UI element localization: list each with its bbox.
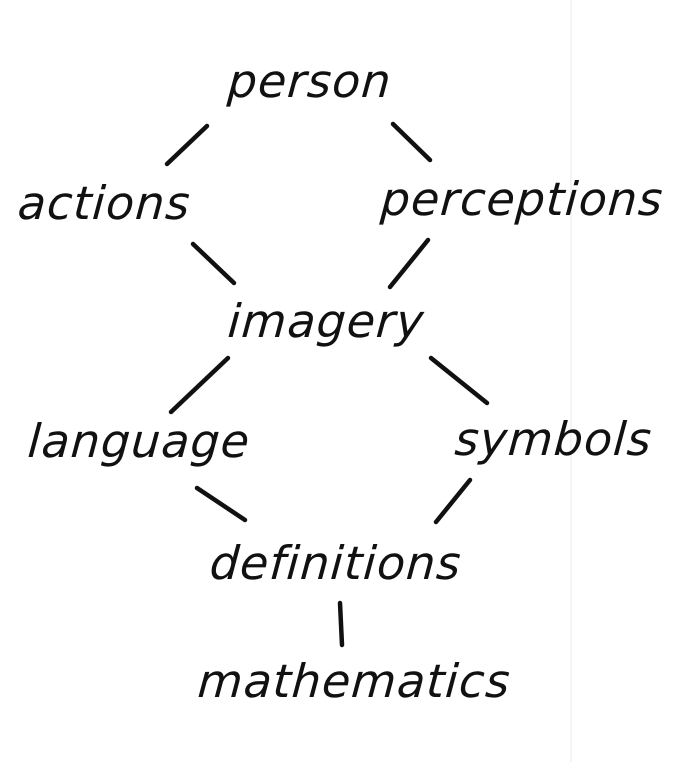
node-imagery: imagery [226, 294, 427, 348]
edge-person-actions [164, 123, 210, 167]
edge-imagery-language [168, 355, 231, 415]
edge-symbols-definitions [433, 477, 473, 525]
edge-actions-imagery [190, 241, 237, 286]
node-symbols: symbols [453, 412, 654, 466]
node-person: person [226, 54, 394, 108]
edge-imagery-symbols [428, 355, 490, 406]
node-mathematics: mathematics [196, 654, 513, 708]
node-perceptions: perceptions [379, 172, 666, 226]
page-edge [570, 0, 572, 762]
edge-language-definitions [194, 485, 248, 523]
node-language: language [26, 414, 253, 468]
edge-perceptions-imagery [387, 237, 431, 290]
node-actions: actions [16, 176, 193, 230]
edge-person-perceptions [390, 121, 433, 163]
node-definitions: definitions [208, 536, 464, 590]
edge-definitions-mathematics [337, 600, 345, 648]
